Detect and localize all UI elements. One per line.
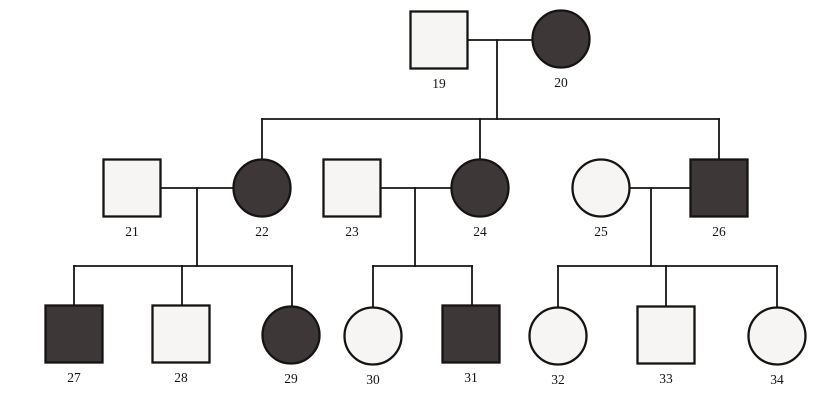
individual-label: 20 <box>554 75 568 90</box>
individual-label: 34 <box>770 372 784 387</box>
individual-31: 31 <box>441 304 501 385</box>
affected-female-circle-icon <box>531 9 591 69</box>
individual-25: 25 <box>571 158 631 239</box>
individual-label: 27 <box>67 370 81 385</box>
individual-27: 27 <box>44 304 104 385</box>
affected-male-square-icon <box>441 304 501 364</box>
affected-female-circle-icon <box>261 305 321 365</box>
unaffected-male-square-icon <box>102 158 162 218</box>
individual-label: 19 <box>432 76 446 91</box>
individual-label: 24 <box>473 224 487 239</box>
individual-26: 26 <box>689 158 749 239</box>
individual-label: 28 <box>174 370 188 385</box>
individual-label: 26 <box>712 224 726 239</box>
affected-female-circle-icon <box>450 158 510 218</box>
individual-32: 32 <box>528 306 588 387</box>
unaffected-female-circle-icon <box>571 158 631 218</box>
individual-20: 20 <box>531 9 591 90</box>
individual-label: 29 <box>284 371 298 386</box>
individual-24: 24 <box>450 158 510 239</box>
unaffected-male-square-icon <box>322 158 382 218</box>
individual-33: 33 <box>636 305 696 386</box>
affected-male-square-icon <box>44 304 104 364</box>
unaffected-male-square-icon <box>636 305 696 365</box>
unaffected-male-square-icon <box>151 304 211 364</box>
unaffected-male-square-icon <box>409 10 469 70</box>
affected-male-square-icon <box>689 158 749 218</box>
individual-22: 22 <box>232 158 292 239</box>
unaffected-female-circle-icon <box>343 306 403 366</box>
individual-28: 28 <box>151 304 211 385</box>
individual-label: 23 <box>345 224 359 239</box>
individual-label: 22 <box>255 224 269 239</box>
individual-label: 33 <box>659 371 673 386</box>
individual-30: 30 <box>343 306 403 387</box>
individual-label: 32 <box>551 372 565 387</box>
individual-23: 23 <box>322 158 382 239</box>
individual-19: 19 <box>409 10 469 91</box>
individual-label: 21 <box>125 224 139 239</box>
unaffected-female-circle-icon <box>528 306 588 366</box>
individual-label: 31 <box>464 370 478 385</box>
individual-21: 21 <box>102 158 162 239</box>
individual-label: 30 <box>366 372 380 387</box>
individual-label: 25 <box>594 224 608 239</box>
individual-34: 34 <box>747 306 807 387</box>
individual-29: 29 <box>261 305 321 386</box>
affected-female-circle-icon <box>232 158 292 218</box>
unaffected-female-circle-icon <box>747 306 807 366</box>
